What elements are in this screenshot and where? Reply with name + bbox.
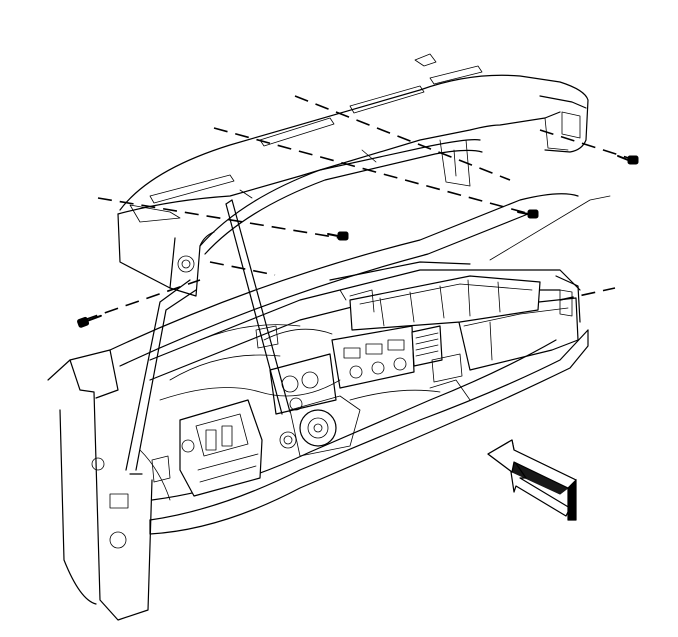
upper-trim-panel xyxy=(117,53,589,297)
view-direction-arrow xyxy=(487,439,577,521)
instrument-panel-carrier xyxy=(47,193,611,621)
alignment-lines xyxy=(83,95,636,321)
fastener-screws xyxy=(77,155,639,328)
callout-lines xyxy=(125,199,291,475)
screw-mid xyxy=(517,209,539,219)
screw-right xyxy=(617,155,639,165)
screw-mid-left xyxy=(327,231,349,241)
screw-left xyxy=(77,314,102,328)
